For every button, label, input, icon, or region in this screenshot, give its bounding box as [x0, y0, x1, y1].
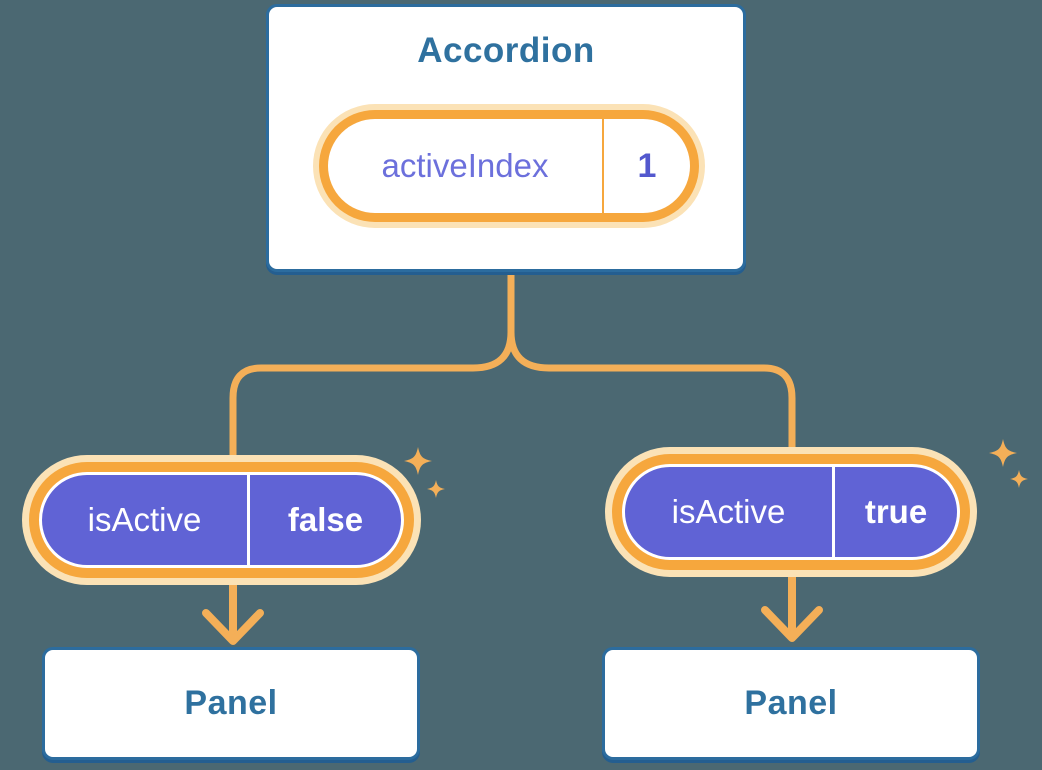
state-name: activeIndex: [381, 147, 549, 184]
branch-line-right: [507, 268, 796, 452]
panel-component-card-right: Panel: [602, 647, 980, 760]
prop-value: false: [287, 501, 364, 538]
prop-name: isActive: [87, 501, 202, 538]
prop-name: isActive: [671, 493, 786, 530]
state-pill-activeindex: activeIndex 1: [313, 104, 705, 228]
pill-divider: [602, 119, 604, 213]
panel-component-card-left: Panel: [42, 647, 420, 760]
arrow-left-head-icon: [202, 609, 264, 645]
branch-line-left: [229, 268, 515, 460]
prop-pill-isactive-false: isActive false: [22, 455, 421, 585]
component-title: Accordion: [417, 31, 595, 70]
arrow-right-head-icon: [761, 606, 823, 642]
pill-divider: [247, 475, 250, 565]
prop-value: true: [864, 493, 928, 530]
pill-divider: [832, 467, 835, 557]
state-value: 1: [637, 146, 657, 185]
component-title: Panel: [744, 684, 838, 722]
prop-pill-isactive-true: isActive true: [605, 447, 977, 577]
component-title: Panel: [184, 684, 278, 722]
sparkles-icon-right: [989, 439, 1028, 488]
accordion-component-card: Accordion activeIndex 1: [266, 4, 746, 272]
